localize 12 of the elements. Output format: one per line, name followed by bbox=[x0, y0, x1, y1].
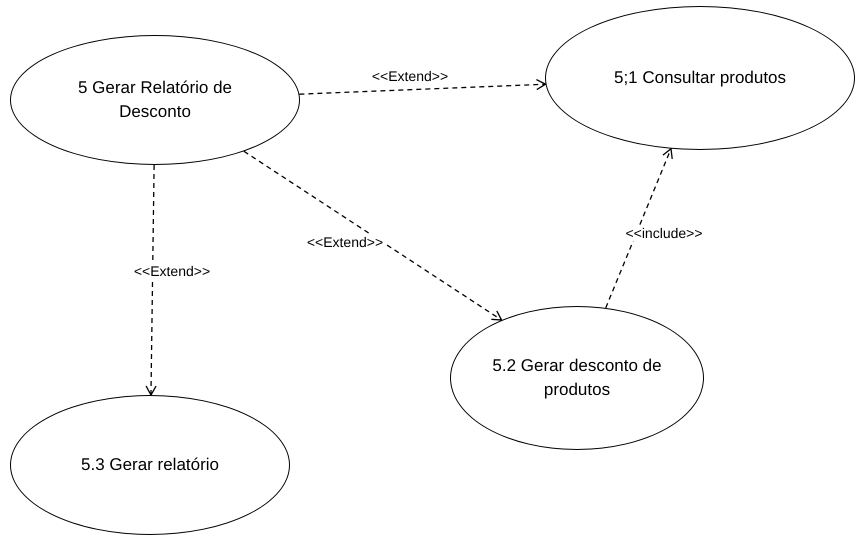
edge-label: <<Extend>> bbox=[304, 234, 386, 250]
dashed-arrow bbox=[244, 150, 502, 321]
dashed-arrow bbox=[605, 148, 673, 308]
edge-label: <<Extend>> bbox=[132, 263, 212, 279]
dashed-arrow bbox=[145, 165, 157, 396]
use-case-label: 5;1 Consultar produtos bbox=[614, 67, 786, 89]
use-case-label: 5.2 Gerar desconto de produtos bbox=[491, 355, 663, 401]
use-case-label: 5.3 Gerar relatório bbox=[81, 454, 219, 476]
edge-label: <<Extend>> bbox=[370, 68, 450, 84]
edge-label: <<include>> bbox=[623, 225, 705, 241]
dashed-arrow bbox=[299, 78, 546, 95]
use-case-label: 5 Gerar Relatório de Desconto bbox=[76, 77, 234, 123]
